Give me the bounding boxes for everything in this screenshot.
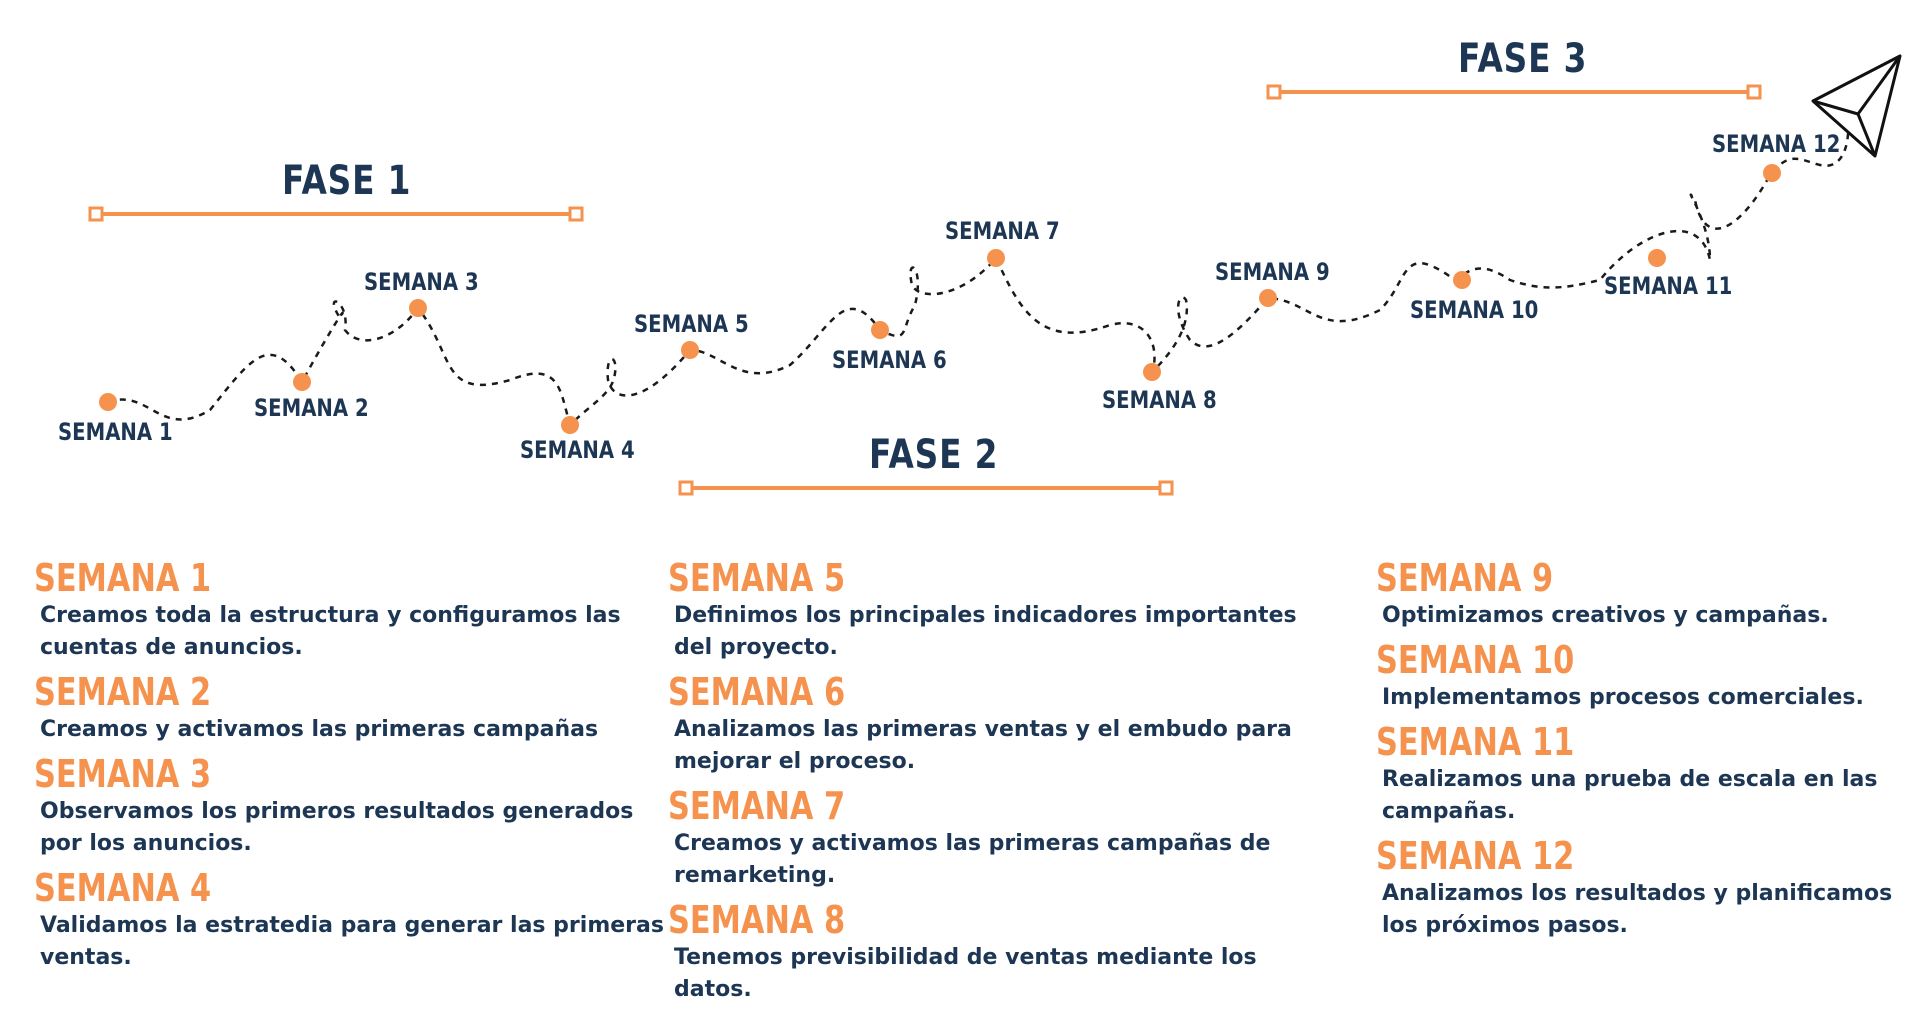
detail-week-3: SEMANA 3 Observamos los primeros resulta…: [34, 752, 674, 860]
detail-title: SEMANA 8: [668, 898, 846, 942]
phase-3-bar: [1266, 84, 1762, 100]
phase-2-bar: [678, 480, 1174, 496]
detail-title: SEMANA 10: [1376, 638, 1575, 682]
week-7-marker: [987, 249, 1005, 267]
detail-week-5: SEMANA 5 Definimos los principales indic…: [668, 556, 1308, 664]
detail-week-9: SEMANA 9 Optimizamos creativos y campaña…: [1376, 556, 1916, 632]
detail-text: Analizamos las primeras ventas y el embu…: [674, 717, 1292, 774]
detail-week-8: SEMANA 8 Tenemos previsibilidad de venta…: [668, 898, 1308, 1006]
phase-3-title: FASE 3: [1458, 36, 1588, 82]
detail-text: Definimos los principales indicadores im…: [674, 603, 1297, 660]
detail-title: SEMANA 1: [34, 556, 212, 600]
phase-1-title: FASE 1: [282, 158, 412, 204]
week-8-label: SEMANA 8: [1102, 386, 1217, 414]
week-5-marker: [681, 341, 699, 359]
detail-title: SEMANA 5: [668, 556, 846, 600]
detail-text: Analizamos los resultados y planificamos…: [1382, 881, 1893, 938]
week-4-marker: [561, 416, 579, 434]
week-11-marker: [1648, 249, 1666, 267]
week-7-label: SEMANA 7: [945, 217, 1060, 245]
details-column-2: SEMANA 5 Definimos los principales indic…: [668, 556, 1308, 1012]
week-9-marker: [1259, 289, 1277, 307]
week-4-label: SEMANA 4: [520, 436, 635, 464]
week-3-marker: [409, 299, 427, 317]
timeline-diagram: [88, 54, 1902, 496]
week-8-marker: [1143, 363, 1161, 381]
detail-text: Implementamos procesos comerciales.: [1382, 685, 1864, 710]
week-3-label: SEMANA 3: [364, 268, 479, 296]
detail-week-2: SEMANA 2 Creamos y activamos las primera…: [34, 670, 674, 746]
detail-week-11: SEMANA 11 Realizamos una prueba de escal…: [1376, 720, 1916, 828]
details-column-3: SEMANA 9 Optimizamos creativos y campaña…: [1376, 556, 1916, 948]
detail-title: SEMANA 11: [1376, 720, 1575, 764]
detail-title: SEMANA 7: [668, 784, 846, 828]
detail-text: Tenemos previsibilidad de ventas mediant…: [674, 945, 1257, 1002]
detail-title: SEMANA 6: [668, 670, 846, 714]
detail-title: SEMANA 4: [34, 866, 212, 910]
detail-title: SEMANA 2: [34, 670, 212, 714]
detail-title: SEMANA 12: [1376, 834, 1575, 878]
week-11-label: SEMANA 11: [1604, 272, 1733, 300]
week-12-label: SEMANA 12: [1712, 130, 1841, 158]
detail-week-7: SEMANA 7 Creamos y activamos las primera…: [668, 784, 1308, 892]
week-12-marker: [1763, 164, 1781, 182]
paper-plane-icon: [1811, 54, 1902, 158]
detail-text: Realizamos una prueba de escala en las c…: [1382, 767, 1878, 824]
week-6-marker: [871, 321, 889, 339]
week-1-label: SEMANA 1: [58, 418, 173, 446]
week-2-label: SEMANA 2: [254, 394, 369, 422]
detail-text: Creamos toda la estructura y configuramo…: [40, 603, 621, 660]
detail-text: Creamos y activamos las primeras campaña…: [674, 831, 1271, 888]
detail-text: Creamos y activamos las primeras campaña…: [40, 717, 599, 742]
detail-week-6: SEMANA 6 Analizamos las primeras ventas …: [668, 670, 1308, 778]
detail-text: Observamos los primeros resultados gener…: [40, 799, 634, 856]
phase-2-title: FASE 2: [869, 432, 999, 478]
detail-title: SEMANA 3: [34, 752, 212, 796]
week-10-label: SEMANA 10: [1410, 296, 1539, 324]
phase-1-bar: [88, 206, 584, 222]
details-column-1: SEMANA 1 Creamos toda la estructura y co…: [34, 556, 674, 980]
week-2-marker: [293, 373, 311, 391]
detail-week-4: SEMANA 4 Validamos la estratedia para ge…: [34, 866, 674, 974]
detail-text: Optimizamos creativos y campañas.: [1382, 603, 1829, 628]
week-10-marker: [1453, 271, 1471, 289]
week-5-label: SEMANA 5: [634, 310, 749, 338]
detail-text: Validamos la estratedia para generar las…: [40, 913, 664, 970]
detail-week-1: SEMANA 1 Creamos toda la estructura y co…: [34, 556, 674, 664]
dashed-route: [107, 119, 1850, 428]
detail-week-12: SEMANA 12 Analizamos los resultados y pl…: [1376, 834, 1916, 942]
week-1-marker: [99, 393, 117, 411]
week-9-label: SEMANA 9: [1215, 258, 1330, 286]
week-6-label: SEMANA 6: [832, 346, 947, 374]
detail-week-10: SEMANA 10 Implementamos procesos comerci…: [1376, 638, 1916, 714]
detail-title: SEMANA 9: [1376, 556, 1554, 600]
